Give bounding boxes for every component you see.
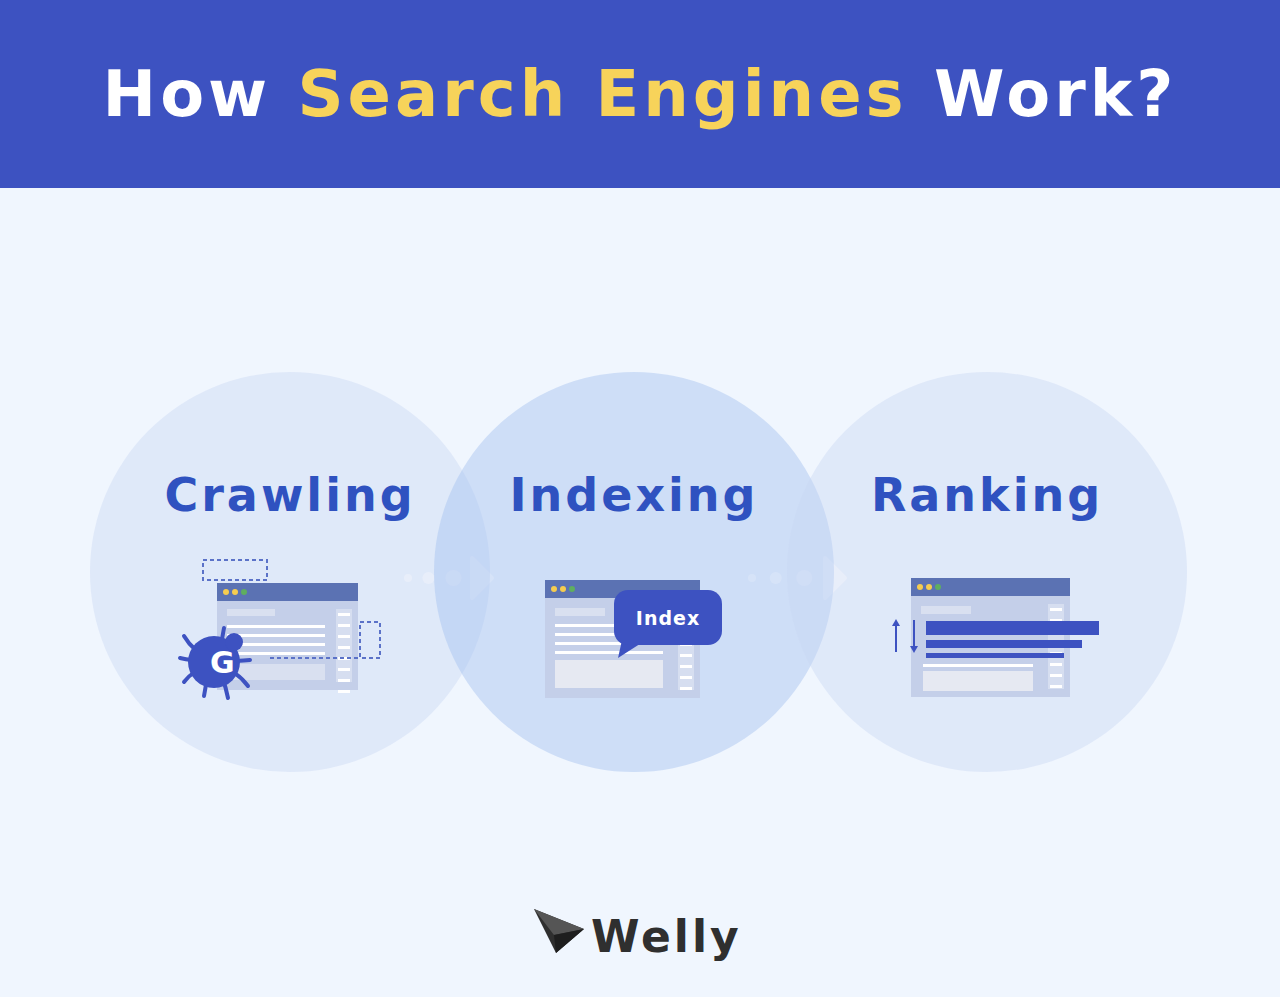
content-block <box>923 671 1033 691</box>
stage-circle: IndexingIndex <box>434 372 834 772</box>
down-arrow-head <box>910 646 918 653</box>
sidebar-line <box>338 635 350 638</box>
sidebar-line <box>1050 608 1062 611</box>
window-dot <box>926 584 932 590</box>
dashed-frame <box>203 560 267 580</box>
text-line <box>923 664 1033 667</box>
stage-name: Ranking <box>787 468 1187 522</box>
index-bubble: Index <box>614 590 722 645</box>
window-dot <box>560 586 566 592</box>
dashed-frame <box>360 622 380 658</box>
sidebar-line <box>1050 663 1062 666</box>
sidebar-line <box>680 654 692 657</box>
window-dot <box>241 589 247 595</box>
rank-bar <box>926 640 1082 648</box>
text-line <box>921 606 971 614</box>
down-arrow <box>913 620 915 648</box>
sidebar-line <box>338 690 350 693</box>
dashed-line <box>270 657 358 659</box>
logo-icon <box>530 905 590 957</box>
sidebar-line <box>680 665 692 668</box>
spider-letter: G <box>210 645 235 680</box>
text-line <box>227 634 325 637</box>
window-dot <box>569 586 575 592</box>
content-block <box>555 660 663 688</box>
bubble-text: Index <box>636 607 700 629</box>
illustration <box>90 372 490 772</box>
text-line <box>227 609 275 616</box>
title-wrap: How Search Engines Work? <box>0 0 1280 188</box>
up-arrow-head <box>892 619 900 626</box>
title: How Search Engines Work? <box>103 57 1178 131</box>
text-line <box>227 625 325 628</box>
stage-name: Crawling <box>90 468 490 522</box>
up-arrow <box>895 624 897 652</box>
illustration <box>434 372 834 772</box>
sidebar-line <box>338 624 350 627</box>
window-dot <box>935 584 941 590</box>
stage-circle: Ranking <box>787 372 1187 772</box>
window-dot <box>232 589 238 595</box>
brand-name: Welly <box>591 911 742 962</box>
stage-name: Indexing <box>434 468 834 522</box>
window-dot <box>223 589 229 595</box>
text-line <box>555 651 663 654</box>
sidebar-line <box>338 613 350 616</box>
text-line <box>227 652 325 655</box>
stage-circle: Crawling <box>90 372 490 772</box>
window-bar <box>217 583 358 601</box>
sidebar <box>336 609 352 682</box>
browser-window <box>911 578 1070 697</box>
sidebar-line <box>1050 685 1062 688</box>
window-bar <box>911 578 1070 596</box>
sidebar-line <box>680 687 692 690</box>
illustration <box>787 372 1187 772</box>
text-line <box>555 608 605 616</box>
sidebar-line <box>338 668 350 671</box>
sidebar-line <box>338 646 350 649</box>
rank-bar <box>926 621 1099 635</box>
sidebar-line <box>338 679 350 682</box>
window-dot <box>917 584 923 590</box>
sidebar-line <box>680 676 692 679</box>
window-dot <box>551 586 557 592</box>
sidebar-line <box>1050 674 1062 677</box>
rank-bar <box>926 653 1064 658</box>
